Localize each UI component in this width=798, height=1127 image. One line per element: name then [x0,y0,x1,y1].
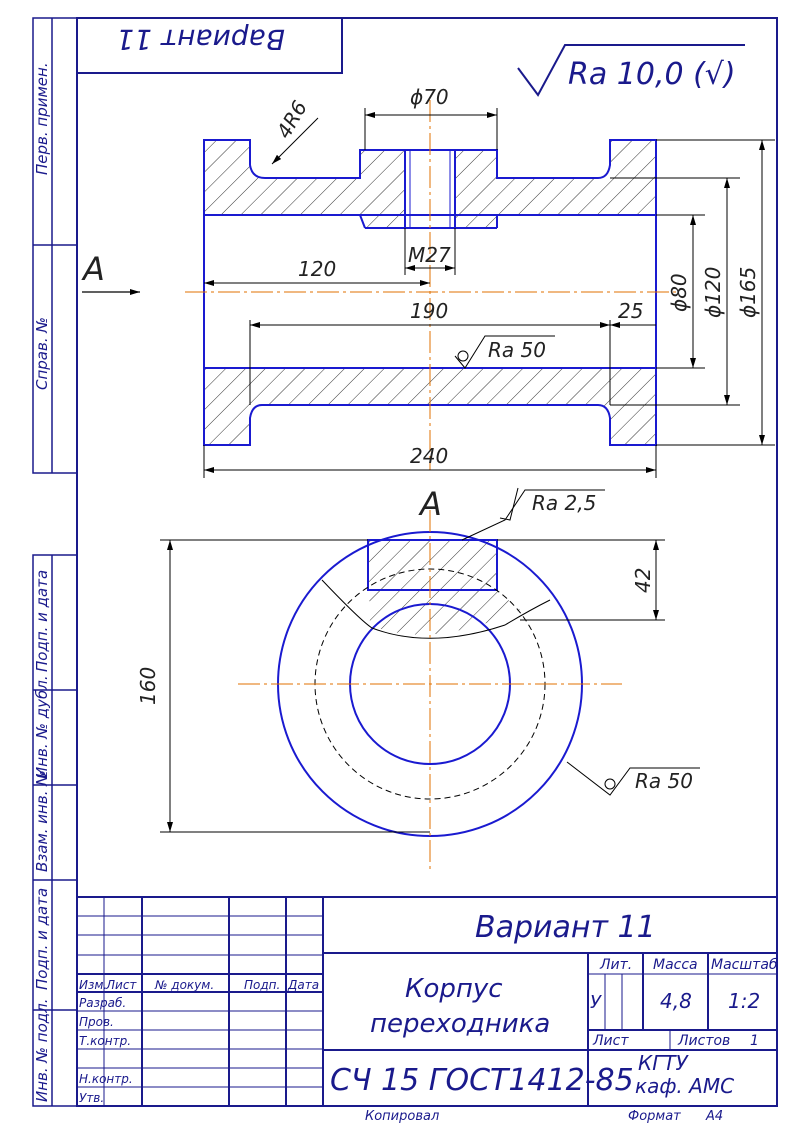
lit-header: Лит. [599,957,632,973]
sheets-value: 1 [750,1033,759,1049]
row-prov: Пров. [79,1015,114,1029]
sheet-label: Лист [592,1033,629,1049]
mass-value: 4,8 [660,989,692,1013]
roughness-bore-text: Ra 50 [488,338,546,362]
section-dimensions [203,108,775,478]
podp-data-2-label: Подп. и дата [33,888,51,990]
dim-phi80: ϕ80 [667,273,691,312]
view-arrow-label: A [81,250,105,288]
dim-160: 160 [136,667,160,705]
row-utv: Утв. [79,1091,104,1105]
dim-4r6: 4R6 [272,96,312,142]
row-tkontr: Т.контр. [79,1034,131,1048]
inv-podl-label: Инв. № подл. [33,999,51,1102]
view-a-dimensions [160,487,700,833]
lit-value: У [590,992,602,1013]
general-roughness: Ra 10,0 (√) [517,44,745,97]
title-block [76,896,778,1107]
col-date: Дата [287,978,319,992]
vzam-inv-label: Взам. инв. № [33,770,51,872]
dim-120: 120 [298,257,336,281]
side-strip: Перв. примен. Справ. № Подп. и дата Инв.… [33,62,51,1102]
org-line2: каф. АМС [635,1074,734,1098]
dim-190: 190 [410,299,448,323]
col-doc: № докум. [154,978,214,992]
format-value: А4 [705,1109,723,1124]
inv-dubl-label: Инв. № дубл. [33,675,51,778]
sheets-label: Листов [677,1033,730,1049]
roughness-outer-text: Ra 50 [635,769,693,793]
col-list: Лист [105,978,137,992]
org-line1: КГТУ [638,1051,690,1075]
variant-title: Вариант 11 [475,910,656,945]
dim-m27: M27 [408,243,451,267]
variant-rotated-label: Вариант 11 [116,23,285,56]
material-text: СЧ 15 ГОСТ1412-85 [330,1063,634,1098]
col-izm: Изм. [79,978,107,992]
view-a-label: A [418,485,442,523]
row-razrab: Разраб. [79,996,126,1010]
copied-label: Копировал [365,1109,439,1124]
dim-phi120: ϕ120 [701,267,725,318]
row-nkontr: Н.контр. [79,1072,133,1086]
part-name-line1: Корпус [405,974,503,1004]
dim-25: 25 [618,299,643,323]
dim-phi70: ϕ70 [410,85,449,109]
scale-value: 1:2 [728,989,760,1013]
col-sign: Подп. [244,978,280,992]
podp-data-1-label: Подп. и дата [33,570,51,672]
title-block-text: Вариант 11 Корпус переходника СЧ 15 ГОСТ… [79,910,778,1124]
section-dim-text: ϕ70 4R6 M27 120 190 25 240 ϕ80 ϕ120 ϕ165… [81,85,760,468]
part-name-line2: переходника [370,1009,550,1039]
format-label: Формат [628,1109,681,1124]
dim-240: 240 [410,444,448,468]
mass-header: Масса [653,957,698,973]
view-a-dim-text: 160 42 Ra 2,5 Ra 50 [136,491,693,793]
scale-header: Масштаб [711,957,778,973]
view-a: A [238,485,622,870]
roughness-flat-text: Ra 2,5 [532,491,596,515]
section-view [185,100,680,470]
sprav-no-label: Справ. № [33,317,51,390]
roughness-general-text: Ra 10,0 (√) [568,57,736,92]
dim-phi165: ϕ165 [736,267,760,318]
dim-42: 42 [631,568,655,593]
perv-primen-label: Перв. примен. [33,62,51,175]
